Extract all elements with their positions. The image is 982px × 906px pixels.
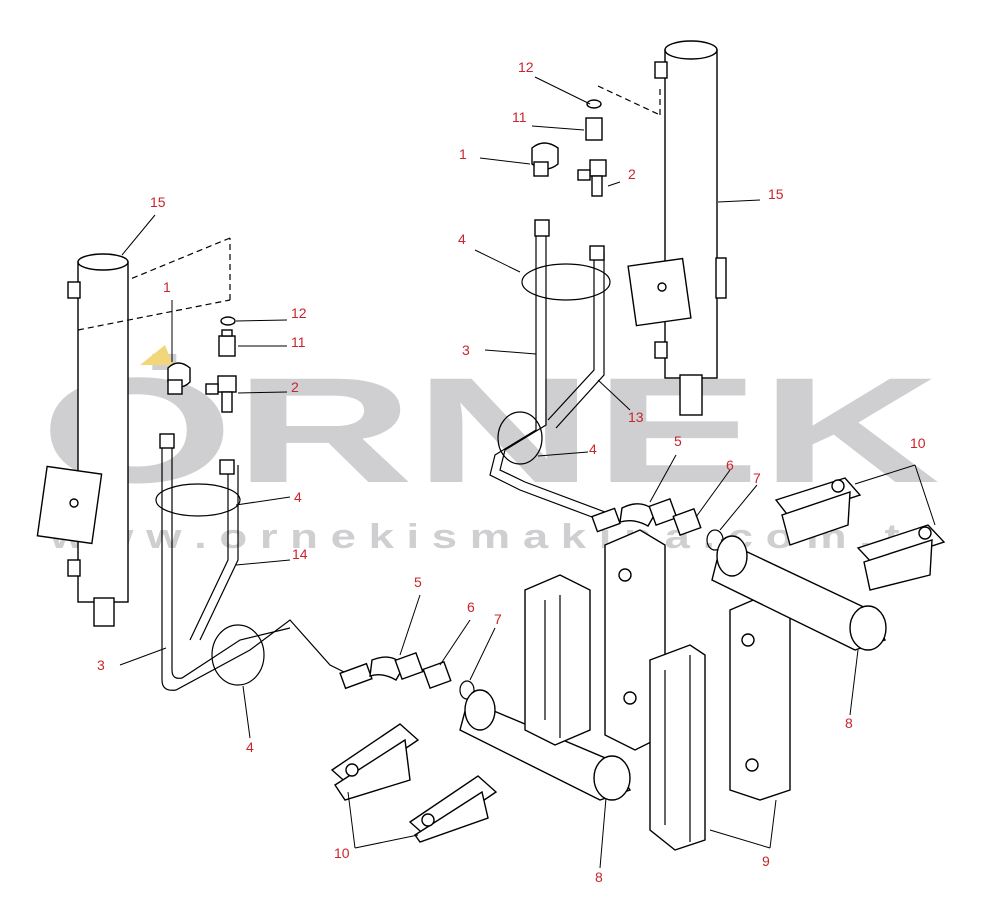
callout-right-3: 3	[462, 342, 470, 358]
right-connector-fittings	[591, 497, 724, 551]
callout-right-7: 7	[753, 470, 761, 486]
left-fittings	[167, 316, 237, 413]
callout-left-15: 15	[150, 194, 166, 210]
callout-right-15: 15	[768, 186, 784, 202]
callout-left-10: 10	[334, 845, 350, 861]
callout-left-12: 12	[291, 305, 307, 321]
callout-right-5: 5	[674, 433, 682, 449]
right-cylinder	[597, 40, 727, 416]
callout-right-6: 6	[726, 457, 734, 473]
callout-left-14: 14	[292, 546, 308, 562]
right-pipe-assembly	[489, 219, 611, 521]
callout-right-1: 1	[459, 146, 467, 162]
callout-right-2: 2	[628, 166, 636, 182]
callout-left-3: 3	[97, 657, 105, 673]
callout-right-10: 10	[910, 435, 926, 451]
watermark-accent-right	[140, 345, 173, 365]
callout-left-4a: 4	[294, 489, 302, 505]
left-roller	[459, 689, 632, 801]
right-roller	[711, 535, 887, 651]
left-cylinder	[36, 237, 231, 627]
watermark-url: w w w . o r n e k i s m a k i n a . c o …	[49, 518, 930, 556]
callout-left-2: 2	[291, 379, 299, 395]
callout-right-8: 8	[845, 715, 853, 731]
callout-right-13: 13	[628, 409, 644, 425]
callout-left-6: 6	[467, 599, 475, 615]
callout-left-5: 5	[414, 574, 422, 590]
callout-left-7: 7	[494, 611, 502, 627]
callout-labels: 15 1 12 11 2 4 14 3 4 5 6 7 10 8 12 11 1…	[97, 59, 926, 885]
left-pipe-assembly	[155, 433, 361, 691]
channel-columns	[524, 529, 791, 851]
right-clamps	[774, 477, 946, 591]
callout-right-9: 9	[762, 853, 770, 869]
left-clamps	[330, 723, 498, 843]
callout-right-11: 11	[512, 109, 527, 125]
left-connector-fittings	[339, 651, 475, 700]
callout-left-1: 1	[163, 279, 171, 295]
callout-left-8: 8	[595, 869, 603, 885]
callout-left-4b: 4	[246, 739, 254, 755]
callout-left-11: 11	[291, 334, 306, 350]
callout-right-12: 12	[518, 59, 534, 75]
callout-right-4b: 4	[589, 441, 597, 457]
callout-right-4a: 4	[458, 231, 466, 247]
right-fittings	[531, 99, 607, 197]
leader-lines	[119, 76, 936, 869]
